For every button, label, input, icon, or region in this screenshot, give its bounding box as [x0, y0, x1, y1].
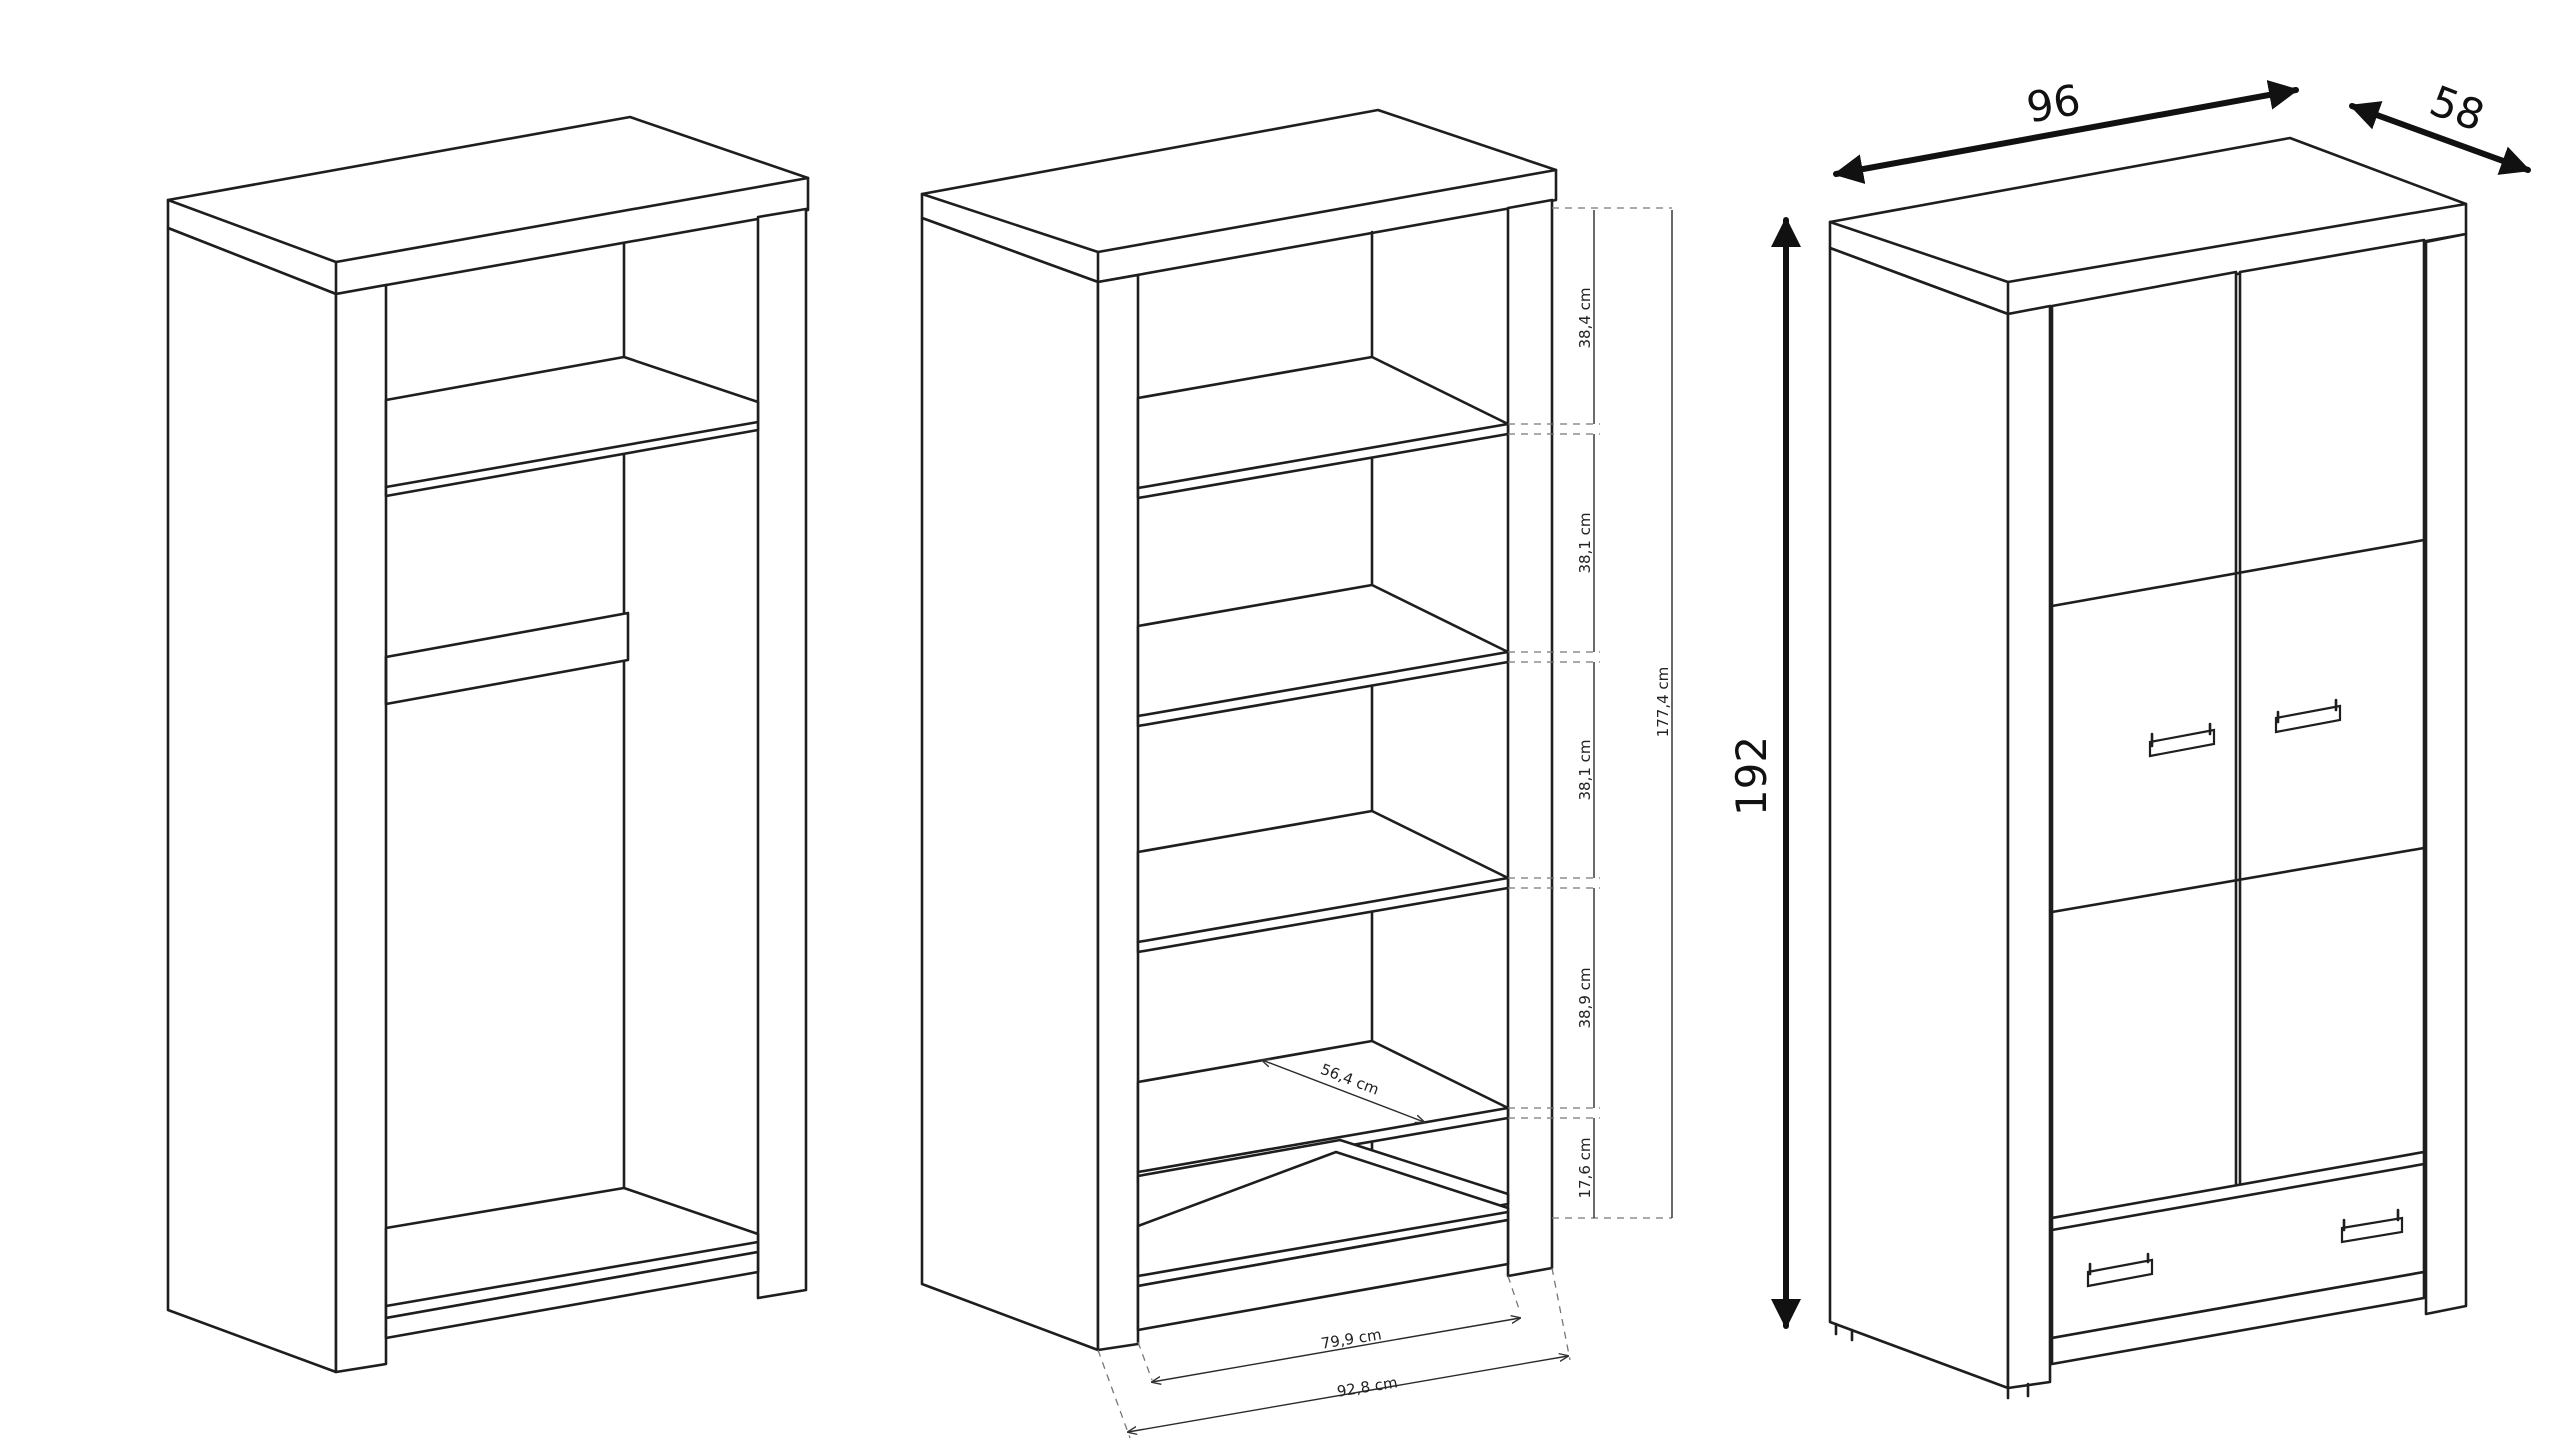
- wardrobe-left-side: [166, 226, 338, 1374]
- depth-label: 58: [2423, 76, 2490, 141]
- dim-label-shelf-4: 38,9 cm: [1576, 967, 1594, 1028]
- dim-label-total-height: 177,4 cm: [1654, 667, 1672, 738]
- bookcase-bottom: [1136, 1150, 1510, 1332]
- wardrobe-hanging-rail: [384, 611, 630, 706]
- bookcase-dimension-view: 38,4 cm 38,1 cm 38,1 cm 38,9 cm 17,6 cm …: [920, 108, 1673, 1439]
- bookcase-right-stile: [1506, 198, 1554, 1278]
- width-arrow: [1833, 80, 2299, 184]
- closed-wardrobe-left-stile: [2006, 304, 2052, 1390]
- left-door-handle[interactable]: [2148, 722, 2216, 758]
- dim-label-inner-width: 79,9 cm: [1320, 1325, 1383, 1352]
- bookcase-shelf-2: [1136, 583, 1510, 728]
- dim-label-shelf-2: 38,1 cm: [1576, 512, 1594, 573]
- width-label: 96: [2023, 75, 2084, 133]
- wardrobe-front-left-stile: [334, 283, 388, 1374]
- bookcase-left-stile: [1096, 273, 1140, 1352]
- wardrobe-top-shelf: [384, 355, 760, 498]
- dim-label-shelf-5: 17,6 cm: [1576, 1137, 1594, 1198]
- depth-arrow: [2349, 101, 2531, 175]
- dim-label-shelf-3: 38,1 cm: [1576, 739, 1594, 800]
- bookcase-shelf-3: [1136, 809, 1510, 954]
- height-label: 192: [1727, 736, 1776, 816]
- drawer-handle-left[interactable]: [2086, 1252, 2154, 1288]
- closed-wardrobe-left-side: [1828, 246, 2010, 1390]
- dim-line-shelf-depth: [1262, 1060, 1424, 1122]
- wardrobe-right-stile: [756, 207, 808, 1300]
- drawer-handle-right[interactable]: [2340, 1208, 2404, 1244]
- closed-wardrobe-view: 96 58 192: [1727, 75, 2531, 1400]
- dim-label-outer-width: 92,8 cm: [1336, 1373, 1399, 1400]
- dim-label-shelf-1: 38,4 cm: [1576, 287, 1594, 348]
- dim-line-outer-width: [1128, 1356, 1568, 1432]
- closed-wardrobe-plinth: [2050, 1270, 2426, 1366]
- wardrobe-plinth: [384, 1250, 760, 1340]
- open-wardrobe-view: [166, 115, 810, 1374]
- bookcase-shelf-1: [1136, 355, 1510, 500]
- right-door-handle[interactable]: [2274, 698, 2342, 734]
- closed-wardrobe-right-stile: [2424, 232, 2468, 1316]
- bookcase-left-side: [920, 216, 1100, 1352]
